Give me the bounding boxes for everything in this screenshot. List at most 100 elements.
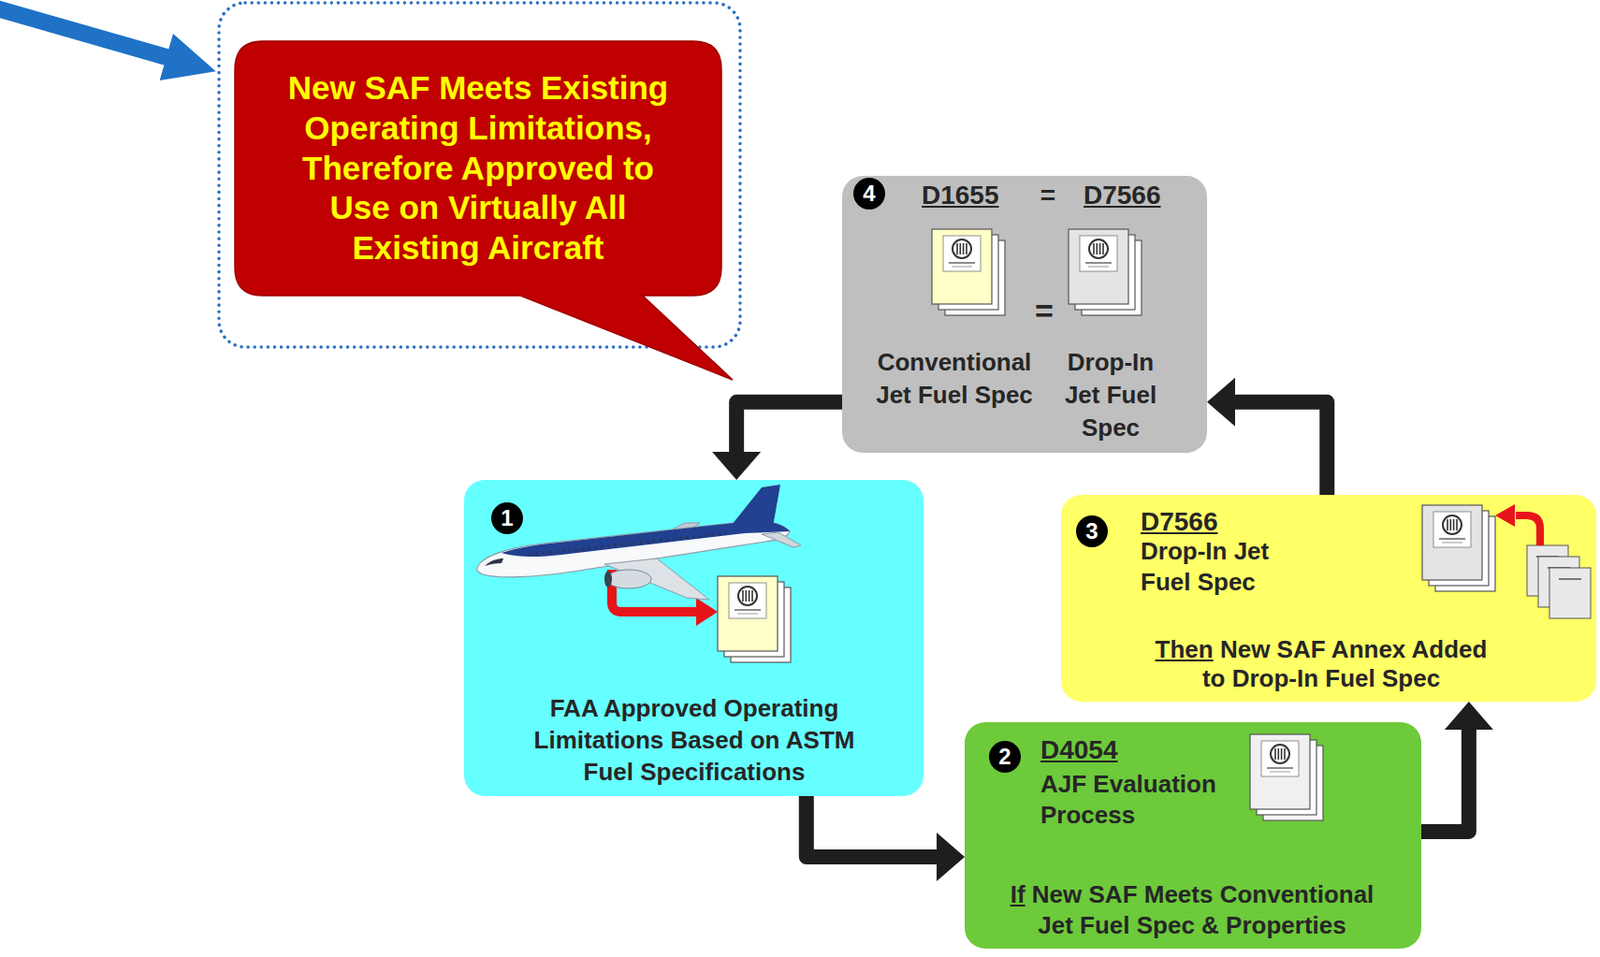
logo-ring [738, 586, 757, 606]
text-block: Drop-In Jet Fuel Spec [1140, 536, 1305, 597]
logo-rule [737, 613, 758, 615]
flow-arrow-head [936, 832, 965, 882]
flow-arrow-shaft [806, 796, 946, 858]
logo-bar [1102, 243, 1105, 255]
flow-arrow [712, 402, 843, 480]
step-number-circle: 2 [989, 741, 1021, 773]
red-flow-arrow [1515, 515, 1541, 546]
label-text: D4054 [1040, 735, 1119, 765]
logo-bar [751, 590, 754, 602]
document-sheet [724, 581, 785, 657]
annex-sheet-mark [1547, 567, 1571, 569]
label-text: D7566 [1083, 180, 1162, 210]
document-icon [717, 576, 791, 663]
airplane-illustration [477, 484, 801, 600]
label-text: Drop-In Jet Fuel Spec [1140, 537, 1269, 597]
dotted-highlight-frame [218, 2, 741, 348]
text-block: IfNew SAF Meets Conventional Jet Fuel Sp… [1000, 879, 1384, 941]
airplane-engine [606, 569, 652, 589]
airplane-stripe [501, 521, 790, 557]
logo-bar [1099, 243, 1102, 255]
logo-ring [952, 239, 972, 259]
logo-bar [1455, 519, 1458, 531]
label-text: FAA Approved Operating Limitations Based… [534, 694, 856, 786]
annex-sheet-mark [1558, 578, 1582, 581]
logo-frame [1261, 741, 1299, 777]
annex-sheet [1549, 567, 1591, 619]
logo-bar [1092, 243, 1095, 255]
label-text: D1655 [921, 180, 1000, 210]
logo-rule [951, 266, 973, 268]
text-block: 3 [1076, 515, 1108, 548]
logo-bar [960, 243, 962, 255]
document-sheet [717, 576, 778, 652]
text-block: FAA Approved Operating Limitations Based… [521, 693, 868, 788]
text-block: New SAF Meets Existing Operating Limitat… [272, 68, 684, 268]
airplane-tail-fin [731, 484, 781, 527]
label-text: Conventional Jet Fuel Spec [875, 348, 1033, 409]
text-block: Drop-In Jet Fuel Spec [1054, 346, 1167, 445]
red-flow-arrowhead [1495, 504, 1515, 527]
spec-equivalence-box-illustration [842, 175, 1208, 453]
text-block: D7566 [1083, 179, 1187, 212]
document-icon [1422, 505, 1496, 592]
document-icon [1068, 229, 1142, 316]
step-number-circle: 4 [853, 177, 886, 210]
flow-arrow-head [1444, 701, 1494, 730]
logo-bar [956, 243, 959, 255]
logo-rule [734, 609, 761, 611]
text-block: 2 [989, 741, 1021, 773]
text-block: ThenNew SAF Annex Added to Drop-In Fuel … [1147, 635, 1496, 694]
annex-sheet [1527, 545, 1569, 597]
document-sheet [730, 587, 791, 663]
document-sheet [945, 240, 1005, 316]
logo-bar [1096, 243, 1099, 255]
document-sheet [1422, 505, 1483, 581]
airplane-fuselage [477, 521, 790, 578]
logo-rule [1085, 261, 1112, 264]
label-text: Drop-In Jet Fuel Spec [1064, 348, 1157, 442]
label-text: = [1040, 180, 1056, 210]
callout-shape [234, 41, 733, 380]
logo-ring [1089, 239, 1108, 259]
airplane-engine-intake [604, 570, 612, 588]
logo-bar [1283, 748, 1286, 760]
airplane-stabilizer [761, 532, 801, 548]
pointer-arrow-head [160, 33, 223, 95]
text-block: = [1029, 179, 1067, 212]
document-sheet [931, 229, 992, 305]
flow-arrow [1421, 701, 1494, 832]
flow-arrow-head [712, 451, 761, 480]
flow-arrow [806, 796, 965, 882]
logo-frame [728, 582, 767, 619]
spec-equivalence-box: D1655=D7566=Conventional Jet Fuel SpecDr… [842, 175, 1208, 453]
logo-bar [1280, 748, 1283, 760]
text-block: D1655 [921, 179, 1025, 212]
airplane-cockpit [484, 558, 504, 567]
logo-bar [1274, 748, 1277, 760]
logo-frame [943, 235, 981, 272]
text-block: D4054 [1040, 734, 1181, 767]
step-number-circle: 3 [1076, 515, 1108, 548]
step-number-circle: 1 [491, 502, 524, 535]
operating-limits-box: FAA Approved Operating Limitations Based… [464, 480, 924, 797]
document-icon [1250, 734, 1324, 821]
document-sheet [1428, 510, 1489, 586]
document-sheet [1068, 229, 1129, 305]
text-block: Conventional Jet Fuel Spec [870, 346, 1039, 412]
document-sheet [1263, 745, 1324, 821]
logo-ring [1442, 515, 1462, 535]
document-sheet [1081, 240, 1142, 316]
pointer-arrow [0, 0, 223, 95]
label-text: = [1034, 292, 1054, 329]
document-sheet [1435, 516, 1496, 592]
red-flow-arrow [611, 569, 700, 612]
text-block: 1 [491, 502, 524, 535]
document-sheet [1256, 740, 1317, 815]
logo-bar [748, 590, 751, 602]
logo-rule [1088, 266, 1109, 268]
logo-frame [1433, 511, 1471, 548]
logo-rule [948, 261, 975, 264]
airplane-near-wing [604, 558, 710, 600]
